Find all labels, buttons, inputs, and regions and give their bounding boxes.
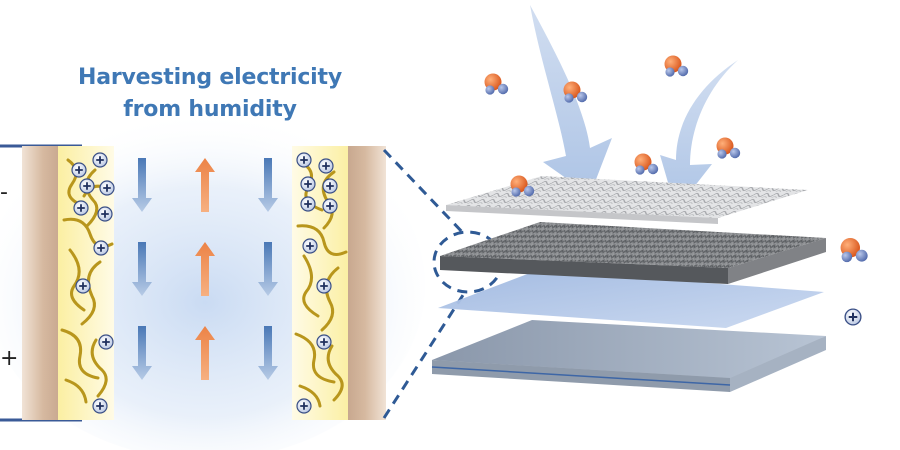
negative-terminal-sign: - — [0, 180, 8, 205]
base-layer-side — [730, 336, 826, 392]
dark-layer-front — [440, 256, 728, 284]
title-line-1: Harvesting electricity — [78, 65, 342, 90]
water-molecule-icon — [664, 55, 689, 77]
water-molecule-icon — [716, 137, 741, 159]
left-electrode — [22, 146, 60, 420]
right-electrode — [348, 146, 386, 420]
dark-layer-side — [728, 238, 826, 284]
up-arrow-icon — [195, 158, 215, 212]
down-arrow-icon — [132, 242, 152, 296]
down-arrow-icon — [258, 326, 278, 380]
positive-terminal-sign: + — [0, 346, 19, 371]
title-line-2: from humidity — [123, 97, 297, 122]
mesh-layer-edge — [446, 205, 718, 224]
water-molecule-icon — [484, 73, 509, 95]
up-arrow-icon — [195, 242, 215, 296]
mesh-layer — [446, 176, 808, 218]
diagram-title: Harvesting electricity from humidity — [40, 62, 380, 126]
down-arrow-icon — [132, 158, 152, 212]
water-molecule-icon — [840, 238, 868, 263]
up-arrow-icon — [195, 326, 215, 380]
base-layer-top — [432, 320, 826, 378]
flow-arrows — [132, 158, 278, 380]
layered-device — [431, 176, 826, 392]
cation-plus-icon — [844, 308, 862, 326]
blue-layer — [438, 270, 824, 328]
base-highlight — [431, 366, 731, 386]
down-arrow-icon — [258, 242, 278, 296]
dark-layer-top — [440, 222, 826, 268]
moisture-arrow-right — [660, 60, 738, 210]
down-arrow-icon — [132, 326, 152, 380]
water-molecule-icon — [634, 153, 659, 175]
down-arrow-icon — [258, 158, 278, 212]
